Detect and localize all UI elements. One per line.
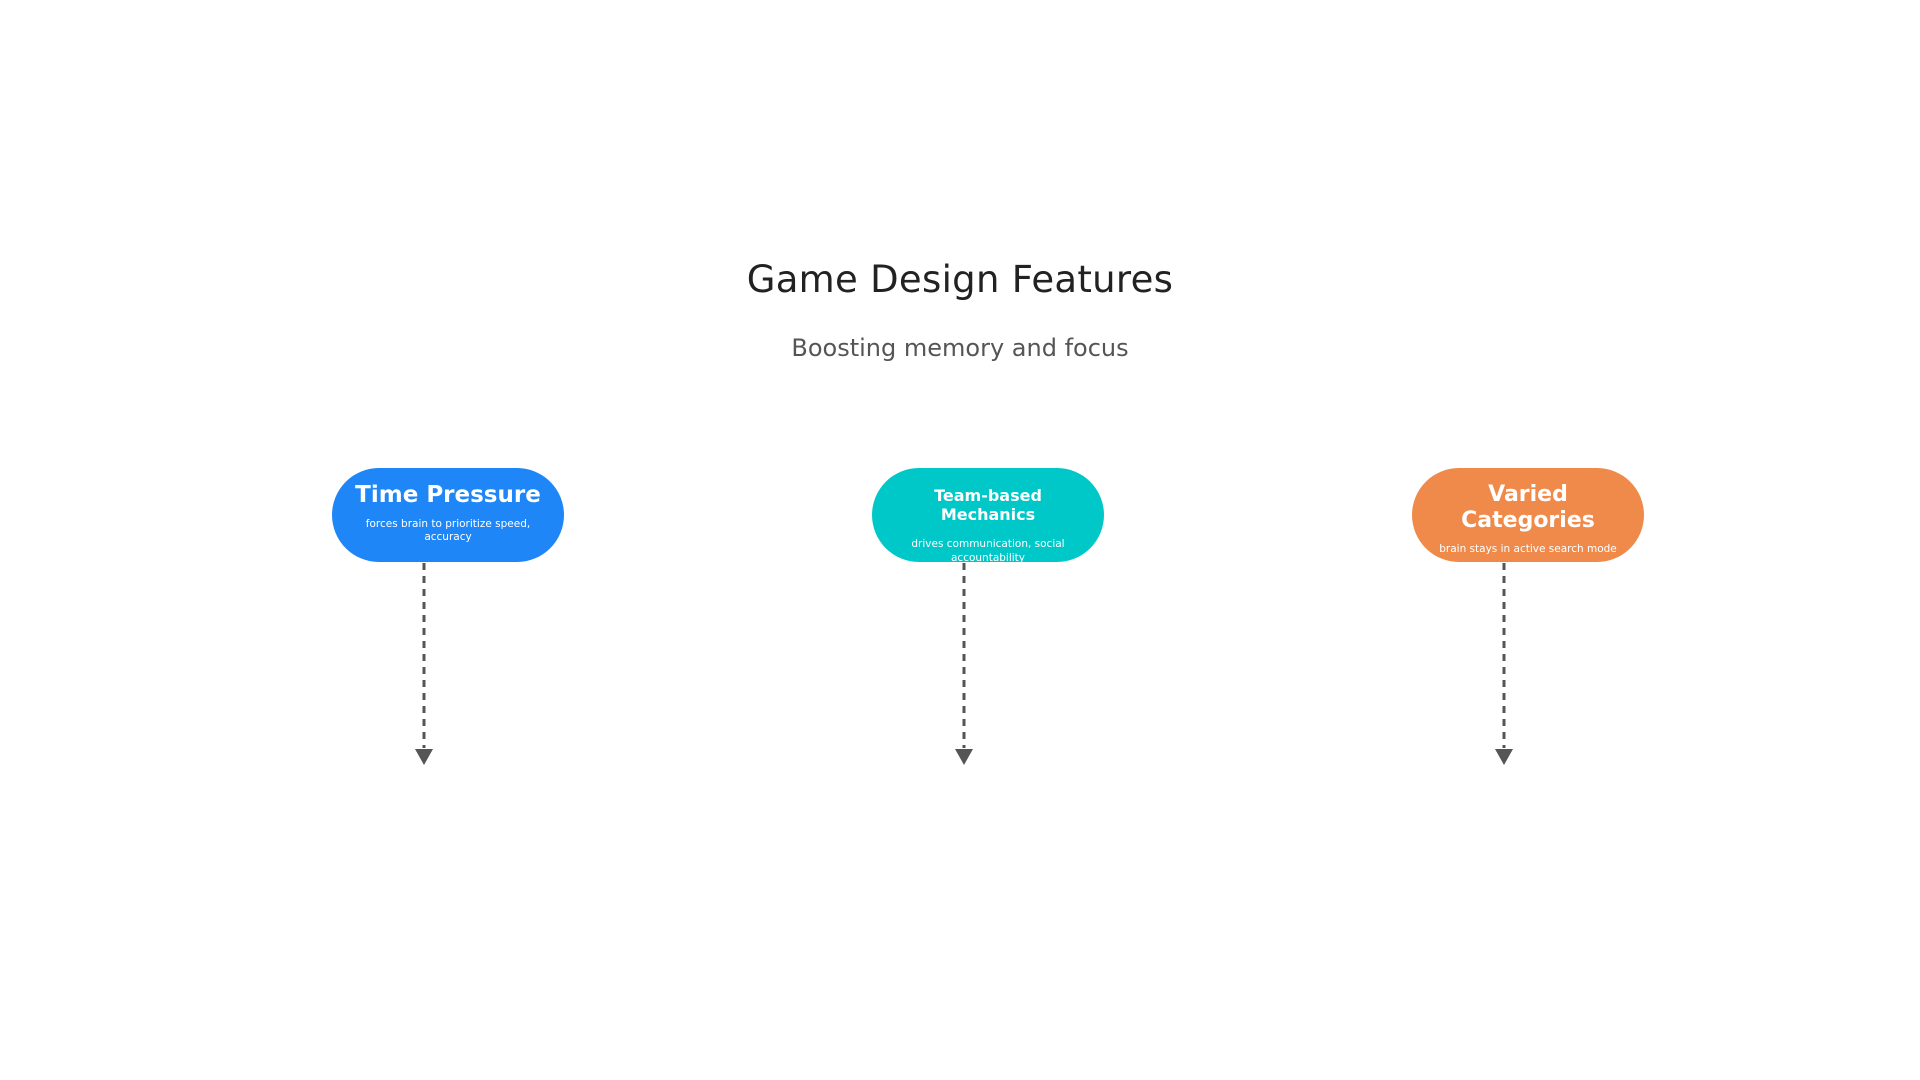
connector-arrow-time-pressure — [415, 563, 433, 765]
feature-node-varied-categories: Varied Categories brain stays in active … — [1412, 468, 1644, 562]
page-title: Game Design Features — [746, 258, 1174, 301]
feature-description: forces brain to prioritize speed, accura… — [365, 517, 531, 543]
feature-description: drives communication, social accountabil… — [911, 538, 1065, 564]
feature-node-team-based-mechanics: Team-based Mechanics drives communicatio… — [872, 468, 1104, 564]
connector-arrow-team-based-mechanics — [955, 563, 973, 765]
arrowhead-down-icon — [955, 749, 973, 765]
arrowhead-down-icon — [1495, 749, 1513, 765]
page-subtitle: Boosting memory and focus — [791, 334, 1129, 362]
arrowhead-down-icon — [415, 749, 433, 765]
feature-title: Time Pressure — [355, 482, 541, 508]
feature-title: Varied Categories — [1461, 482, 1595, 534]
feature-title: Team-based Mechanics — [934, 486, 1042, 525]
feature-description: brain stays in active search mode — [1439, 542, 1617, 555]
connector-arrow-varied-categories — [1495, 563, 1513, 765]
feature-node-time-pressure: Time Pressure forces brain to prioritize… — [332, 468, 564, 562]
